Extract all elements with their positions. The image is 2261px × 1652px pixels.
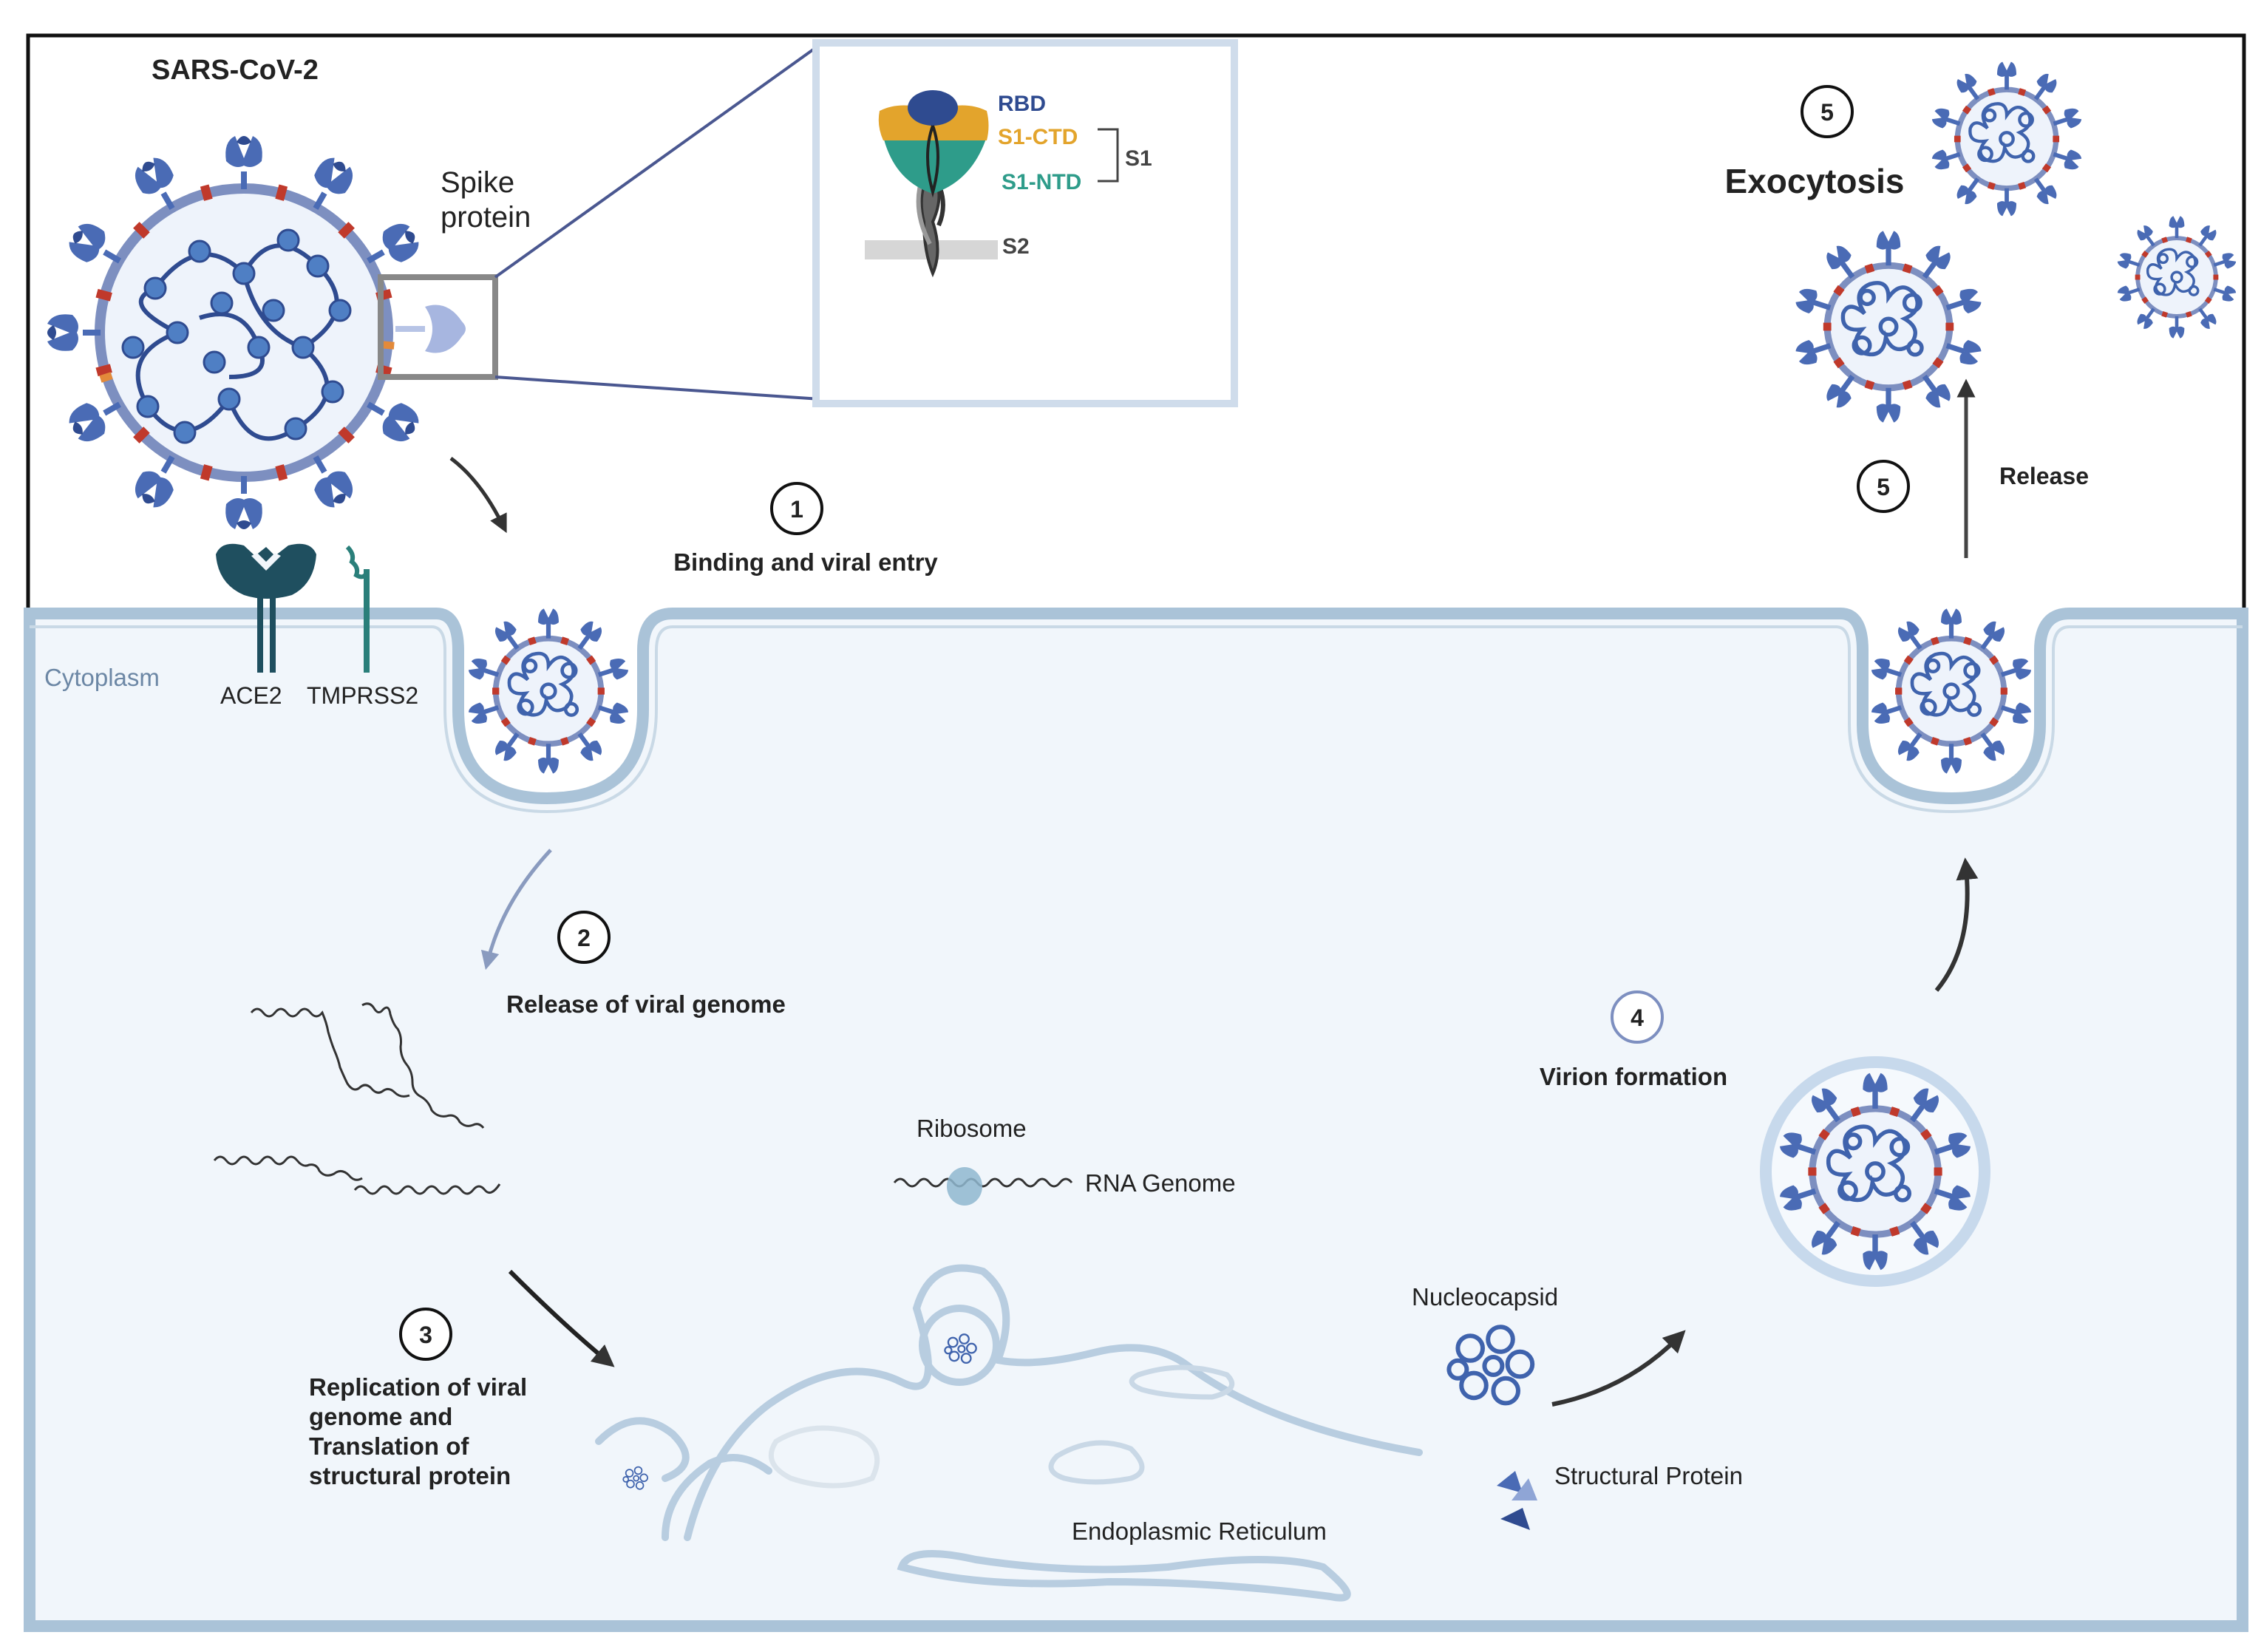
- s1-bracket: [1098, 128, 1119, 183]
- rbd-label: RBD: [998, 92, 1046, 116]
- virus-name-label: SARS-CoV-2: [152, 55, 319, 86]
- svg-text:4: 4: [1631, 1005, 1644, 1031]
- er-label: Endoplasmic Reticulum: [1072, 1517, 1327, 1545]
- tmprss2-label: TMPRSS2: [307, 682, 418, 709]
- svg-text:3: 3: [419, 1322, 432, 1348]
- svg-text:5: 5: [1820, 99, 1834, 126]
- tmprss2-protease: [345, 545, 370, 673]
- endoplasmic-reticulum: [595, 1264, 1423, 1602]
- svg-text:2: 2: [577, 925, 591, 951]
- s1-label: S1: [1125, 146, 1152, 171]
- cell-membrane-inner: [30, 625, 2243, 814]
- step-2-badge: 2: [557, 911, 611, 964]
- zoom-line-top: [494, 43, 822, 279]
- step-3-badge: 3: [399, 1308, 452, 1361]
- zoom-box: [378, 274, 498, 380]
- s1-ctd-label: S1-CTD: [998, 125, 1078, 149]
- arrow-entry: [449, 457, 507, 534]
- step-4-badge: 4: [1611, 990, 1664, 1044]
- step-2-label: Release of viral genome: [506, 990, 786, 1018]
- ribosome-label: Ribosome: [917, 1115, 1027, 1142]
- spike-label-line2: protein: [441, 201, 531, 234]
- ribosome: [947, 1167, 982, 1206]
- sars-cov-2-virion: [47, 136, 424, 529]
- arrow-replication: [508, 1269, 615, 1367]
- arrow-genome-release: [480, 849, 552, 971]
- s2-label: S2: [1002, 234, 1030, 259]
- rbd-domain: [908, 90, 958, 126]
- zoom-line-bottom: [494, 375, 821, 401]
- rna-strands: [213, 1002, 1073, 1195]
- cytoplasm-region: [24, 608, 2248, 1632]
- step-1-badge: 1: [770, 482, 823, 535]
- spike-label-line1: Spike: [441, 166, 514, 199]
- s1-ntd-domain: [883, 137, 987, 194]
- zoomed-spike-small: [395, 305, 466, 353]
- svg-text:5: 5: [1877, 474, 1890, 500]
- release-label: Release: [1999, 463, 2089, 489]
- step-5-badge-exocytosis: 5: [1801, 85, 1854, 138]
- arrow-to-virion-formation: [1551, 1330, 1686, 1407]
- spike-trimer: [878, 90, 989, 278]
- svg-text:1: 1: [790, 496, 803, 523]
- ace2-receptor: [216, 543, 316, 673]
- exocytosis-label: Exocytosis: [1725, 162, 1905, 200]
- spike-inset-panel: [812, 39, 1238, 407]
- nucleocapsid-label: Nucleocapsid: [1412, 1283, 1558, 1311]
- structural-protein-icons: [1497, 1471, 1537, 1530]
- s1-ntd-label: S1-NTD: [1002, 170, 1081, 194]
- ace2-label: ACE2: [220, 682, 282, 709]
- cytoplasm-label: Cytoplasm: [44, 664, 160, 691]
- step-3-label: Replication of viral genome and Translat…: [309, 1373, 534, 1489]
- virion-vesicle: [1760, 1056, 1990, 1287]
- arrow-to-budding: [1934, 857, 1979, 992]
- step-1-label: Binding and viral entry: [673, 548, 938, 576]
- structural-protein-label: Structural Protein: [1554, 1462, 1743, 1489]
- step-5-badge-release: 5: [1857, 460, 1910, 513]
- rna-genome-label: RNA Genome: [1085, 1169, 1236, 1197]
- step-4-label: Virion formation: [1540, 1063, 1727, 1090]
